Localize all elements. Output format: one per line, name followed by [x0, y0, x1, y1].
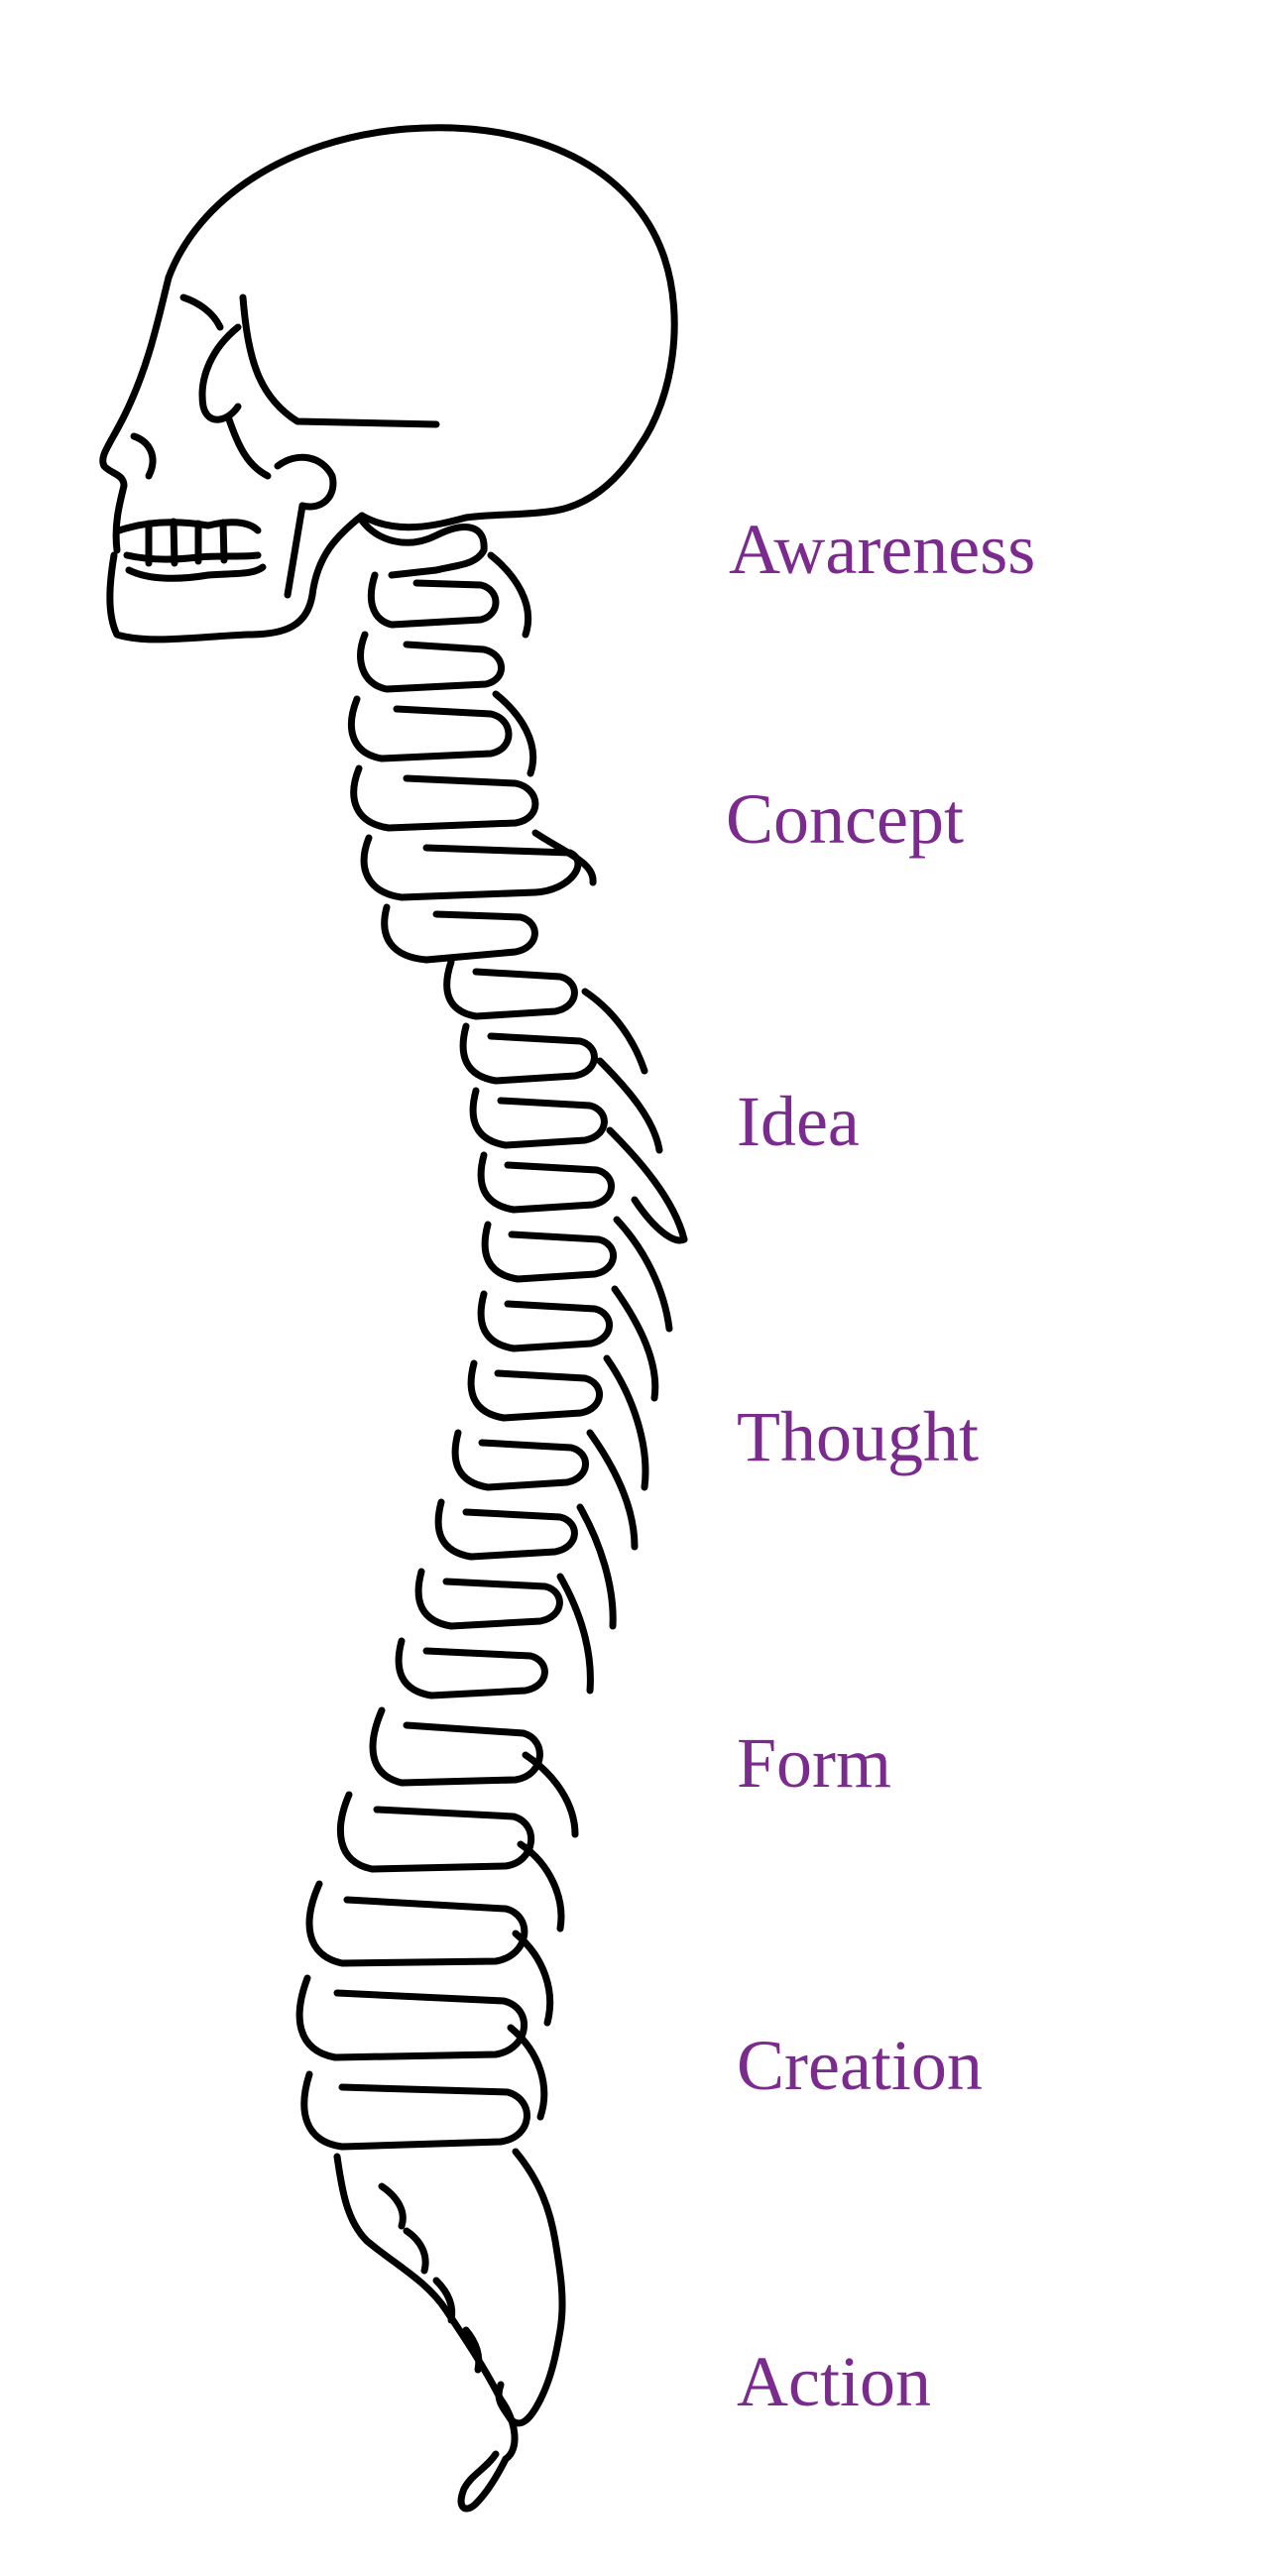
label-thought: Thought — [737, 1397, 979, 1476]
lumbar-vertebrae — [295, 1706, 579, 2151]
label-creation: Creation — [737, 2026, 983, 2105]
label-concept: Concept — [726, 779, 964, 859]
skull — [99, 124, 678, 644]
sacrum-and-coccyx — [333, 2148, 566, 2513]
cervical-vertebrae — [347, 517, 597, 964]
thoracic-vertebrae — [395, 958, 688, 1699]
label-action: Action — [737, 2342, 931, 2421]
label-form: Form — [737, 1723, 892, 1803]
label-awareness: Awareness — [729, 510, 1036, 589]
label-idea: Idea — [737, 1082, 860, 1161]
